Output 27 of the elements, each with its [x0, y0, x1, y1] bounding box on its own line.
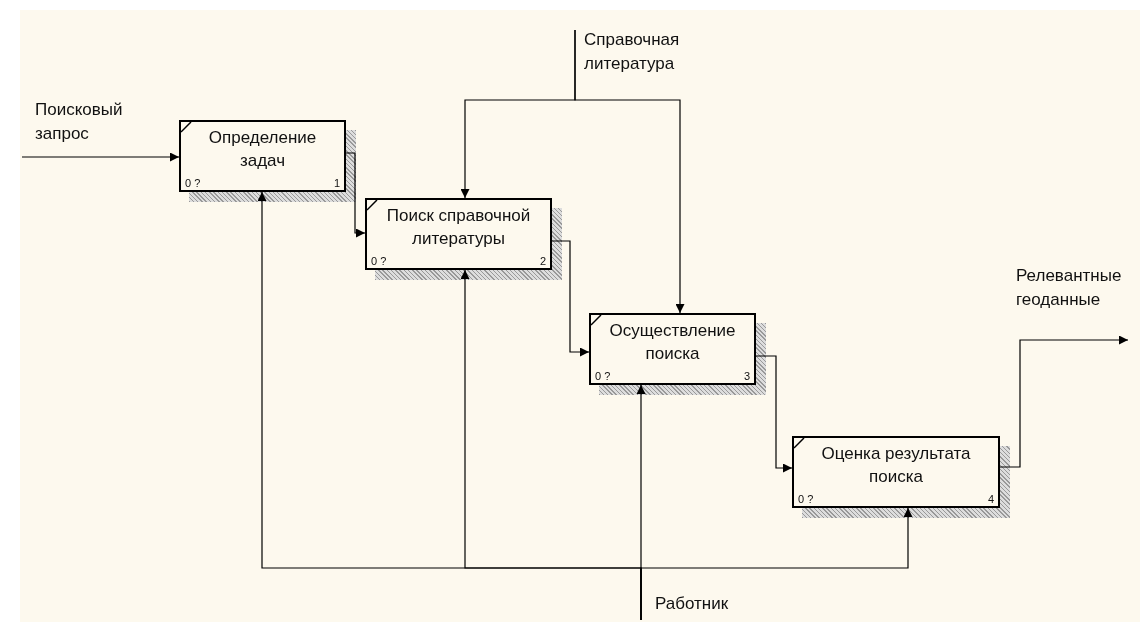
process-box — [365, 198, 552, 270]
cost-note: 0 ? — [371, 255, 387, 267]
process-box — [792, 436, 1000, 508]
arrow-label: Работник — [641, 592, 761, 622]
process-box — [179, 120, 346, 192]
box-number: 2 — [539, 255, 546, 267]
process-title: Оценка результата поиска — [820, 443, 972, 488]
arrow-label: Справочная литература — [575, 28, 715, 88]
process-box — [589, 313, 756, 385]
cost-note: 0 ? — [798, 493, 814, 505]
arrow — [755, 355, 793, 473]
process-title: Определение задач — [207, 127, 318, 172]
arrow — [345, 152, 366, 238]
arrow — [551, 240, 590, 357]
cost-note: 0 ? — [185, 177, 201, 189]
arrow-label: Релевантные геоданные — [1012, 264, 1128, 340]
box-number: 3 — [743, 370, 750, 382]
box-number: 1 — [333, 177, 340, 189]
arrow — [999, 335, 1129, 468]
process-title: Осуществление поиска — [608, 320, 737, 365]
arrow-label: Поисковый запрос — [22, 98, 147, 157]
process-title: Поиск справочной литературы — [385, 205, 532, 250]
cost-note: 0 ? — [595, 370, 611, 382]
arrow — [21, 152, 180, 162]
box-number: 4 — [987, 493, 994, 505]
arrow — [640, 507, 913, 621]
arrow — [574, 29, 685, 314]
